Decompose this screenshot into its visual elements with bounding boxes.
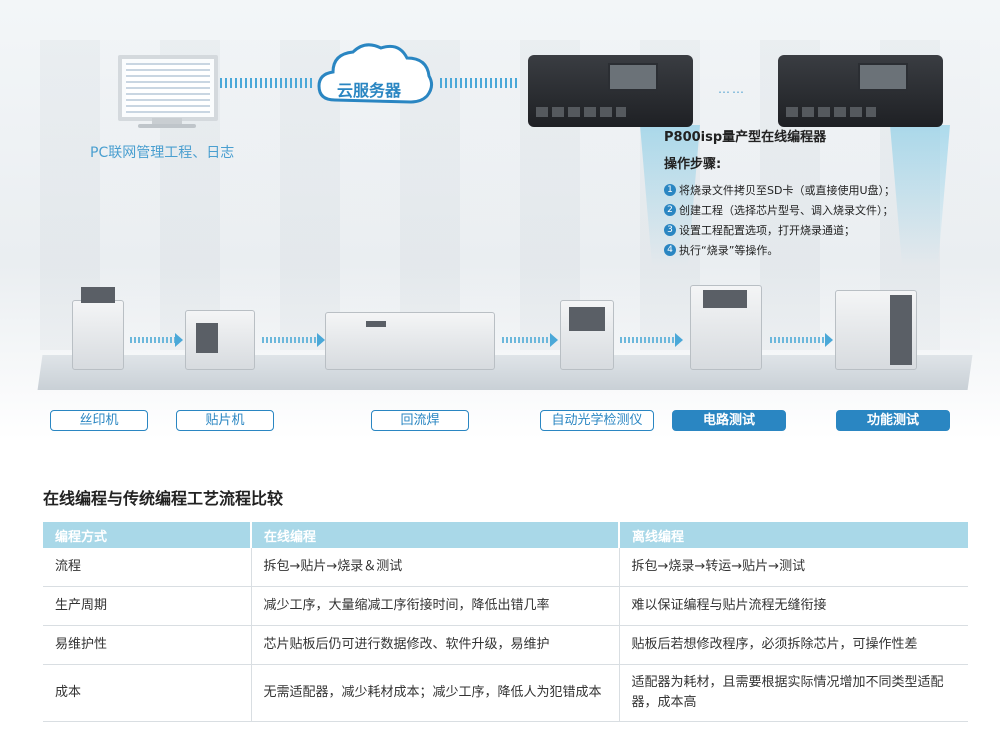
column-header: 在线编程 — [251, 522, 620, 548]
function-test-station-icon — [835, 290, 917, 370]
column-header: 编程方式 — [43, 522, 252, 548]
station-label: 电路测试 — [672, 410, 786, 431]
steps-title: 操作步骤: — [664, 157, 722, 172]
station-label: 贴片机 — [176, 410, 274, 431]
comparison-table: 编程方式 在线编程 离线编程 流程 拆包→贴片→烧录＆测试 拆包→烧录→转运→贴… — [43, 522, 968, 722]
programmer-device-icon — [778, 55, 943, 127]
circuit-test-station-icon — [690, 285, 762, 370]
column-header: 离线编程 — [619, 522, 968, 548]
flow-arrow — [770, 333, 833, 347]
signal-arrow-pc — [220, 78, 312, 88]
flow-arrow — [502, 333, 558, 347]
hero-diagram: PC联网管理工程、日志 云服务器 …… P800isp量产型在线编程器 操作步骤… — [0, 0, 1000, 440]
table-cell: 芯片贴板后仍可进行数据修改、软件升级，易维护 — [251, 625, 620, 665]
table-row: 流程 拆包→贴片→烧录＆测试 拆包→烧录→转运→贴片→测试 — [43, 548, 968, 587]
signal-arrow-programmer — [440, 78, 520, 88]
table-header-row: 编程方式 在线编程 离线编程 — [43, 522, 968, 548]
pc-label: PC联网管理工程、日志 — [90, 145, 235, 161]
table-title: 在线编程与传统编程工艺流程比较 — [43, 489, 284, 508]
ellipsis: …… — [718, 82, 746, 96]
station-label: 功能测试 — [836, 410, 950, 431]
table-row: 生产周期 减少工序，大量缩减工序衔接时间，降低出错几率 难以保证编程与贴片流程无… — [43, 586, 968, 626]
table-cell: 成本 — [43, 664, 252, 722]
programmer-device-icon — [528, 55, 693, 127]
table-cell: 无需适配器，减少耗材成本；减少工序，降低人为犯错成本 — [251, 664, 620, 722]
table-cell: 难以保证编程与贴片流程无缝衔接 — [619, 586, 968, 626]
table-cell: 生产周期 — [43, 586, 252, 626]
table-cell: 贴板后若想修改程序，必须拆除芯片，可操作性差 — [619, 625, 968, 665]
cloud-icon — [317, 43, 434, 104]
pc-base — [138, 124, 196, 128]
table-cell: 拆包→贴片→烧录＆测试 — [251, 548, 620, 587]
aoi-machine-icon — [560, 300, 614, 370]
production-floor — [37, 355, 973, 390]
cloud-label: 云服务器 — [337, 81, 402, 100]
table-cell: 流程 — [43, 548, 252, 587]
table-row: 易维护性 芯片贴板后仍可进行数据修改、软件升级，易维护 贴板后若想修改程序，必须… — [43, 625, 968, 665]
flow-arrow — [130, 333, 183, 347]
table-cell: 适配器为耗材，且需要根据实际情况增加不同类型适配器，成本高 — [619, 664, 968, 722]
flow-arrow — [262, 333, 325, 347]
pc-monitor-icon — [118, 55, 218, 121]
pick-and-place-icon — [185, 310, 255, 370]
station-label: 丝印机 — [50, 410, 148, 431]
table-row: 成本 无需适配器，减少耗材成本；减少工序，降低人为犯错成本 适配器为耗材，且需要… — [43, 664, 968, 722]
programmer-title: P800isp量产型在线编程器 — [664, 130, 827, 145]
pc-stand — [152, 118, 182, 124]
station-label: 回流焊 — [371, 410, 469, 431]
table-cell: 易维护性 — [43, 625, 252, 665]
table-cell: 减少工序，大量缩减工序衔接时间，降低出错几率 — [251, 586, 620, 626]
flow-arrow — [620, 333, 683, 347]
station-label: 自动光学检测仪 — [540, 410, 654, 431]
reflow-oven-icon — [325, 312, 495, 370]
screen-printer-icon — [72, 287, 124, 370]
table-cell: 拆包→烧录→转运→贴片→测试 — [619, 548, 968, 587]
